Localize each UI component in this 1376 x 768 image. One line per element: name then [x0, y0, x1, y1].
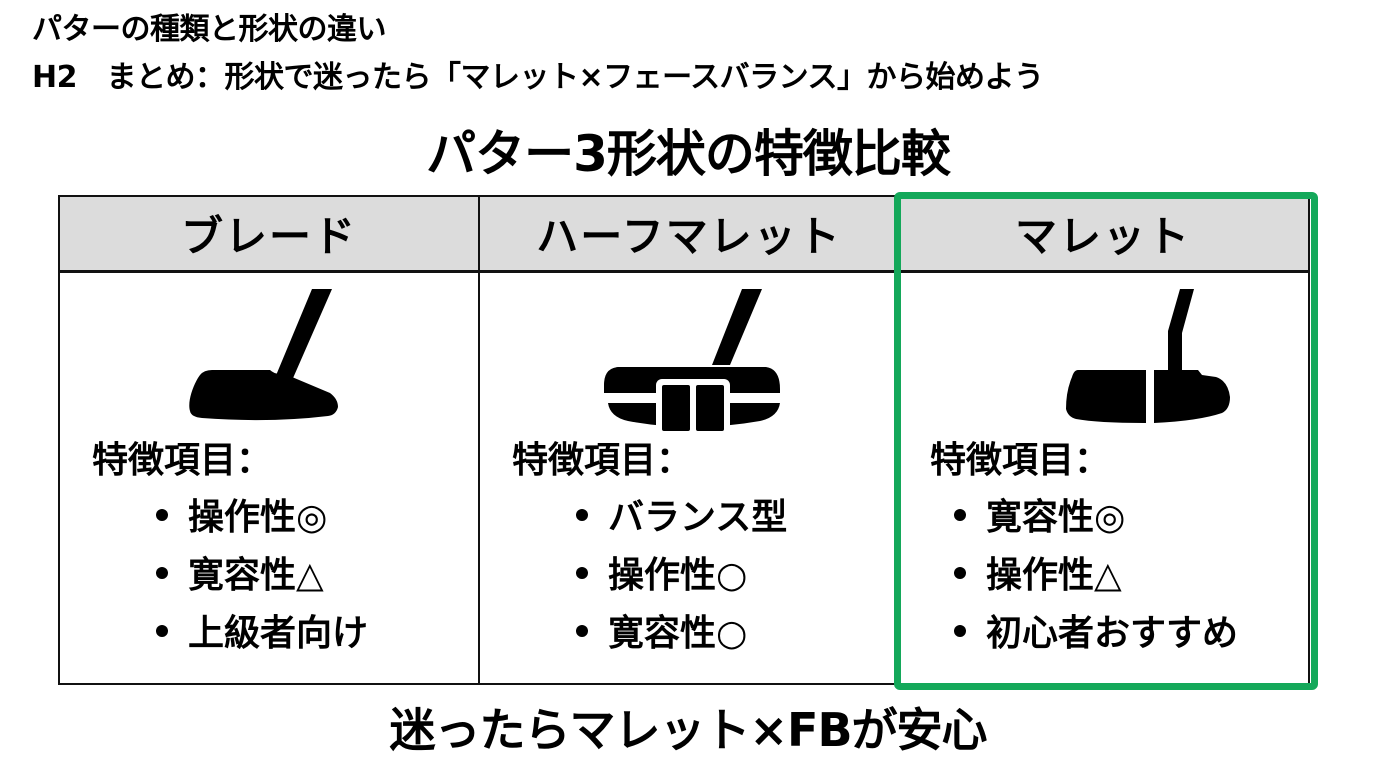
feature-list: 寛容性◎ 操作性△ 初心者おすすめ: [898, 489, 1308, 663]
bullet-icon: [576, 509, 588, 521]
bullet-icon: [576, 625, 588, 637]
section-heading-h2: H2 まとめ：形状で迷ったら「マレット×フェースバランス」から始めよう: [32, 60, 1044, 95]
column-half-mallet: ハーフマレット 特徴項目： バランス型 操作性○ 寛容性○: [480, 197, 898, 683]
feature-item: 寛容性◎: [954, 489, 1308, 547]
comparison-table: ブレード 特徴項目： 操作性◎ 寛容性△ 上級者向け ハーフマレット: [58, 195, 1310, 685]
column-header-blade: ブレード: [60, 197, 478, 273]
column-header-half-mallet: ハーフマレット: [480, 197, 898, 273]
bullet-icon: [954, 567, 966, 579]
column-header-mallet: マレット: [898, 197, 1308, 273]
feature-item: 操作性◎: [156, 489, 478, 547]
feature-label: 特徴項目：: [930, 440, 1111, 481]
diagram-title: パター3形状の特徴比較: [426, 125, 951, 183]
bullet-icon: [954, 625, 966, 637]
feature-item: 寛容性△: [156, 547, 478, 605]
bullet-icon: [156, 625, 168, 637]
bullet-icon: [954, 509, 966, 521]
feature-item: 操作性△: [954, 547, 1308, 605]
feature-item: 上級者向け: [156, 605, 478, 663]
column-mallet: マレット 特徴項目： 寛容性◎ 操作性△ 初心者おすすめ: [898, 197, 1308, 683]
feature-item: 操作性○: [576, 547, 898, 605]
bullet-icon: [156, 567, 168, 579]
feature-item: 初心者おすすめ: [954, 605, 1308, 663]
mallet-putter-icon: [898, 273, 1308, 433]
conclusion-text: 迷ったらマレット×FBが安心: [389, 703, 987, 757]
page-heading: パターの種類と形状の違い: [32, 12, 387, 47]
feature-item: 寛容性○: [576, 605, 898, 663]
feature-list: 操作性◎ 寛容性△ 上級者向け: [60, 489, 478, 663]
half-mallet-putter-icon: [480, 273, 898, 433]
feature-label: 特徴項目：: [512, 440, 693, 481]
feature-item: バランス型: [576, 489, 898, 547]
bullet-icon: [576, 567, 588, 579]
feature-label: 特徴項目：: [92, 440, 273, 481]
column-blade: ブレード 特徴項目： 操作性◎ 寛容性△ 上級者向け: [60, 197, 480, 683]
bullet-icon: [156, 509, 168, 521]
feature-list: バランス型 操作性○ 寛容性○: [480, 489, 898, 663]
blade-putter-icon: [60, 273, 478, 433]
